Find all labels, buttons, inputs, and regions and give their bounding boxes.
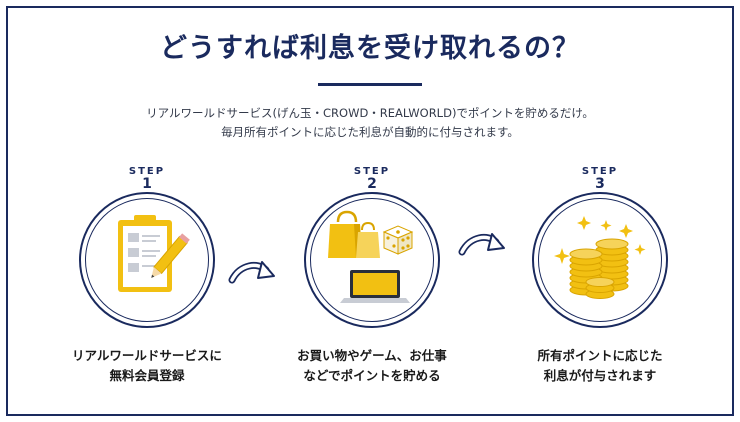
step-1-caption: リアルワールドサービスに 無料会員登録 bbox=[72, 348, 222, 383]
step-1-label: STEP bbox=[128, 166, 166, 177]
step-2-circle bbox=[304, 192, 440, 328]
step-2-number: 2 bbox=[367, 176, 377, 192]
step-2-label: STEP bbox=[353, 166, 391, 177]
curved-arrow-icon bbox=[228, 261, 275, 284]
step-3-circle bbox=[532, 192, 668, 328]
title-underline bbox=[318, 83, 422, 86]
description-line-2: 毎月所有ポイントに応じた利息が自動的に付与されます。 bbox=[221, 125, 519, 139]
step-3-number: 3 bbox=[595, 176, 605, 192]
shopping-dice-laptop-icon bbox=[328, 210, 414, 303]
outer-frame bbox=[6, 6, 734, 416]
page-title: どうすれば利息を受け取れるの？ bbox=[160, 33, 580, 64]
clipboard-pencil-icon bbox=[118, 215, 190, 292]
description: リアルワールドサービス(げん玉・CROWD・REALWORLD)でポイントを貯め… bbox=[0, 104, 740, 142]
step-1-number: 1 bbox=[142, 176, 152, 192]
step-3-caption: 所有ポイントに応じた 利息が付与されます bbox=[537, 348, 663, 383]
coin-stacks-icon bbox=[554, 216, 646, 299]
step-2-caption: お買い物やゲーム、お仕事 などでポイントを貯める bbox=[297, 348, 447, 383]
step-3-label: STEP bbox=[581, 166, 619, 177]
curved-arrow-icon bbox=[458, 233, 505, 256]
description-line-1: リアルワールドサービス(げん玉・CROWD・REALWORLD)でポイントを貯め… bbox=[146, 106, 594, 120]
